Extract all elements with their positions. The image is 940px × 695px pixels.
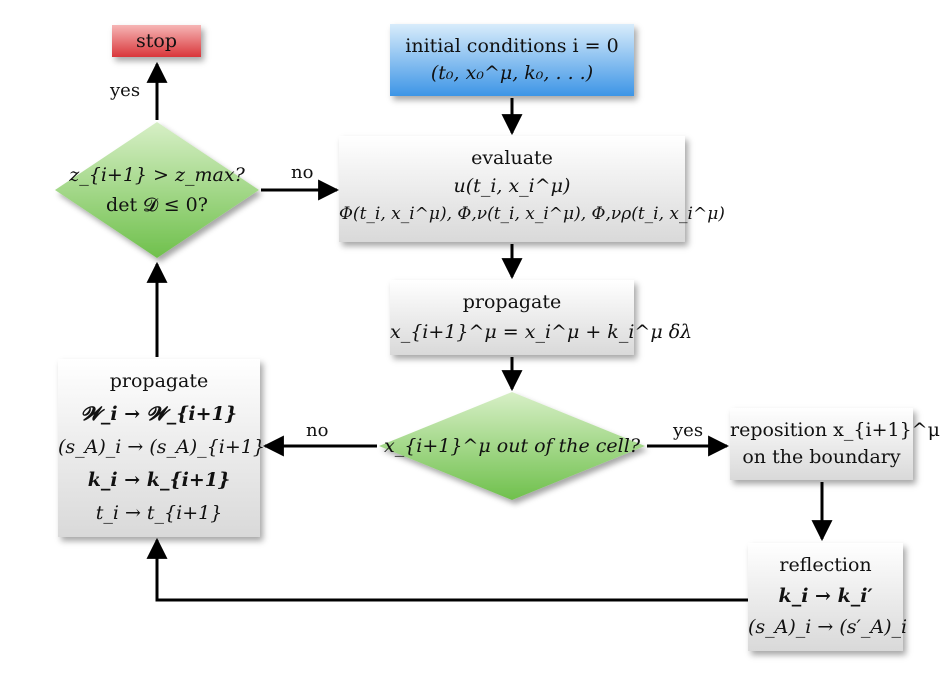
initial-conditions-box: initial conditions i = 0 (t₀, x₀^μ, k₀, … [390, 24, 634, 96]
initial-line-2: (t₀, x₀^μ, k₀, . . .) [430, 62, 594, 84]
propagate-left-line-2: (s_A)_i → (s_A)_{i+1} [58, 436, 265, 458]
propagate-left-title: propagate [109, 370, 209, 392]
propagate-mid-line-1: x_{i+1}^μ = x_i^μ + k_i^μ δλ [390, 321, 693, 343]
decision-top-text: z_{i+1} > z_max? det 𝓓 ≤ 0? [55, 160, 259, 220]
evaluate-box: evaluate u(t_i, x_i^μ) Φ(t_i, x_i^μ), Φ,… [339, 136, 725, 242]
reflection-title: reflection [779, 554, 872, 576]
propagate-mid-title: propagate [462, 291, 562, 313]
stop-label: stop [136, 30, 177, 52]
edge-label-yes-top: yes [110, 80, 141, 101]
evaluate-title: evaluate [471, 147, 553, 169]
edge-label-no-mid: no [306, 420, 329, 441]
decision-cell-text: x_{i+1}^μ out of the cell? [379, 431, 645, 461]
evaluate-line-2: Φ(t_i, x_i^μ), Φ,ν(t_i, x_i^μ), Φ,νρ(t_i… [339, 204, 725, 224]
evaluate-line-1: u(t_i, x_i^μ) [453, 175, 571, 197]
arrow-reflection-to-propagate-left [146, 537, 748, 602]
propagate-left-line-4: t_i → t_{i+1} [95, 502, 223, 524]
decision-top-diamond [55, 122, 259, 258]
reposition-box: reposition x_{i+1}^μ on the boundary [730, 408, 940, 480]
edge-label-yes-mid: yes [673, 420, 704, 441]
edge-label-no-top: no [291, 162, 314, 183]
reposition-line-1: reposition x_{i+1}^μ [730, 419, 940, 441]
initial-line-1: initial conditions i = 0 [405, 35, 619, 57]
decision-top-line-2: det 𝓓 ≤ 0? [106, 194, 208, 216]
propagate-left-line-1: 𝓦_i → 𝓦_{i+1} [81, 403, 237, 425]
propagate-mid-box: propagate x_{i+1}^μ = x_i^μ + k_i^μ δλ [390, 280, 693, 355]
propagate-left-box: propagate 𝓦_i → 𝓦_{i+1} (s_A)_i → (s_A)_… [58, 359, 265, 537]
reposition-line-2: on the boundary [742, 446, 901, 468]
stop-box: stop [112, 25, 201, 57]
reflection-line-1: k_i → k_i′ [778, 585, 873, 607]
reflection-box: reflection k_i → k_i′ (s_A)_i → (s′_A)_i [748, 543, 908, 651]
propagate-left-line-3: k_i → k_{i+1} [87, 469, 231, 491]
decision-cell-line-1: x_{i+1}^μ out of the cell? [383, 435, 641, 457]
reflection-line-2: (s_A)_i → (s′_A)_i [748, 616, 908, 638]
decision-cell-diamond [379, 392, 645, 500]
decision-top-line-1: z_{i+1} > z_max? [69, 164, 245, 186]
